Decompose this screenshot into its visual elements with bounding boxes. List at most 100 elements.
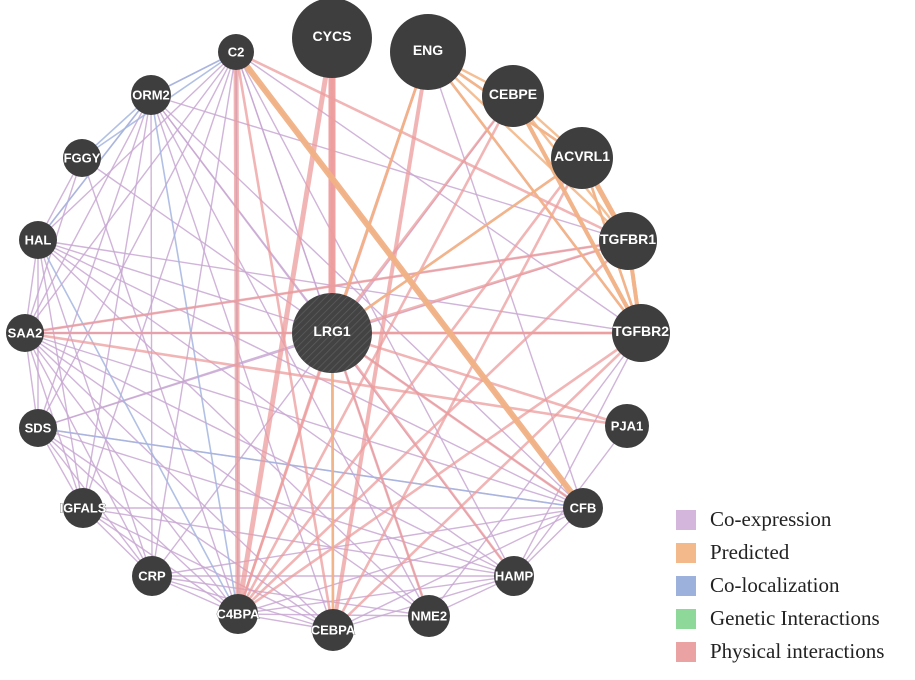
edge-orm2-cfb-coexpression <box>150 94 584 509</box>
node-label: IGFALS <box>60 501 107 516</box>
edge-lrg1-cfb-physical <box>331 331 584 510</box>
node-hal[interactable]: HAL <box>19 221 57 259</box>
node-igfals[interactable]: IGFALS <box>59 488 107 528</box>
node-eng[interactable]: ENG <box>390 14 466 90</box>
edge-c2-igfals-coexpression <box>82 51 237 509</box>
edge-hal-cfb-coexpression <box>37 239 584 509</box>
node-circle[interactable] <box>292 293 372 373</box>
node-nme2[interactable]: NME2 <box>408 595 450 637</box>
edge-tgfbr2-hamp-coexpression <box>513 332 642 577</box>
node-circle[interactable] <box>292 0 372 78</box>
node-circle[interactable] <box>408 595 450 637</box>
edge-cebpe-c4bpa-physical <box>236 95 515 615</box>
edge-layer <box>24 37 643 631</box>
physical-interactions-swatch <box>676 641 696 662</box>
edge-orm2-cebpa-coexpression <box>150 94 334 631</box>
edge-hal-crp-coexpression <box>37 239 153 577</box>
legend-item-genetic-interactions: Genetic Interactions <box>676 602 884 635</box>
node-circle[interactable] <box>19 221 57 259</box>
node-tgfbr2[interactable]: TGFBR2 <box>612 304 670 362</box>
edge-crp-nme2-coexpression <box>151 575 430 617</box>
node-c2[interactable]: C2 <box>218 34 254 70</box>
edge-tgfbr1-c4bpa-physical <box>237 240 629 615</box>
node-circle[interactable] <box>612 304 670 362</box>
node-label: CFB <box>570 501 597 516</box>
node-circle[interactable] <box>390 14 466 90</box>
node-tgfbr1[interactable]: TGFBR1 <box>599 212 657 270</box>
node-circle[interactable] <box>19 409 57 447</box>
edge-igfals-cebpa-coexpression <box>82 507 334 631</box>
edge-pja1-saa2-physical <box>24 331 628 428</box>
edge-cebpe-tgfbr2-predicted <box>511 95 643 334</box>
node-circle[interactable] <box>218 594 258 634</box>
edge-orm2-crp-coexpression <box>150 94 153 577</box>
edge-lrg1-nme2-physical <box>330 332 431 617</box>
edge-orm2-c4bpa-colocalization <box>150 94 239 615</box>
node-label: TGFBR1 <box>600 231 656 247</box>
node-circle[interactable] <box>312 609 354 651</box>
node-label: HAL <box>25 233 52 248</box>
edge-orm2-sds-coexpression <box>37 94 152 429</box>
node-circle[interactable] <box>563 488 603 528</box>
node-lrg1[interactable]: LRG1 <box>292 293 372 373</box>
node-circle[interactable] <box>131 75 171 115</box>
edge-lrg1-cebpa-predicted <box>330 332 335 631</box>
node-circle[interactable] <box>63 488 103 528</box>
edge-orm2-igfals-coexpression <box>82 94 152 509</box>
legend-item-colocalization: Co-localization <box>676 569 884 602</box>
edge-saa2-crp-coexpression <box>24 332 153 577</box>
node-circle[interactable] <box>218 34 254 70</box>
node-sds[interactable]: SDS <box>19 409 57 447</box>
node-c4bpa[interactable]: C4BPA <box>216 594 260 634</box>
node-label: HAMP <box>495 569 534 584</box>
legend-item-physical-interactions: Physical interactions <box>676 635 884 668</box>
genetic-interactions-swatch <box>676 608 696 629</box>
edge-saa2-c4bpa-coexpression <box>24 332 239 615</box>
node-label: C2 <box>228 45 245 60</box>
node-cebpe[interactable]: CEBPE <box>482 65 544 127</box>
edge-sds-cebpa-coexpression <box>37 427 334 631</box>
node-pja1[interactable]: PJA1 <box>605 404 649 448</box>
node-circle[interactable] <box>599 212 657 270</box>
edge-acvrl1-c4bpa-physical <box>236 157 584 615</box>
node-circle[interactable] <box>494 556 534 596</box>
node-cycs[interactable]: CYCS <box>292 0 372 78</box>
node-circle[interactable] <box>63 139 101 177</box>
node-acvrl1[interactable]: ACVRL1 <box>551 127 613 189</box>
edge-c2-crp-coexpression <box>151 51 237 577</box>
edge-igfals-hamp-coexpression <box>82 507 515 577</box>
node-fggy[interactable]: FGGY <box>63 139 101 177</box>
node-circle[interactable] <box>482 65 544 127</box>
edge-tgfbr2-c4bpa-physical <box>237 331 642 616</box>
node-circle[interactable] <box>551 127 613 189</box>
node-saa2[interactable]: SAA2 <box>6 314 44 352</box>
node-crp[interactable]: CRP <box>132 556 172 596</box>
node-label: ORM2 <box>132 88 170 103</box>
node-label: FGGY <box>64 151 101 166</box>
edge-cebpa-cfb-coexpression <box>332 507 584 631</box>
node-orm2[interactable]: ORM2 <box>131 75 171 115</box>
edge-lrg1-cebpe-physical <box>330 95 515 334</box>
node-label: NME2 <box>411 609 447 624</box>
edge-c2-cebpa-physical <box>234 51 335 631</box>
edge-c2-cfb-predicted <box>233 50 586 510</box>
edge-eng-tgfbr2-predicted <box>427 51 642 334</box>
node-label: CRP <box>138 569 166 584</box>
node-circle[interactable] <box>132 556 172 596</box>
node-hamp[interactable]: HAMP <box>494 556 534 596</box>
colocalization-swatch <box>676 575 696 596</box>
edge-fggy-c4bpa-coexpression <box>81 157 239 615</box>
predicted-swatch <box>676 542 696 563</box>
edge-tgfbr1-c2-physical <box>235 50 629 243</box>
node-label: PJA1 <box>611 419 644 434</box>
node-circle[interactable] <box>6 314 44 352</box>
edge-saa2-hamp-coexpression <box>24 332 515 577</box>
edge-lrg1-tgfbr1-physical <box>331 239 629 335</box>
legend-label-colocalization: Co-localization <box>710 573 840 597</box>
node-circle[interactable] <box>605 404 649 448</box>
edge-orm2-nme2-coexpression <box>150 94 430 617</box>
node-label: LRG1 <box>313 323 351 339</box>
node-cebpa[interactable]: CEBPA <box>310 609 356 651</box>
node-cfb[interactable]: CFB <box>563 488 603 528</box>
